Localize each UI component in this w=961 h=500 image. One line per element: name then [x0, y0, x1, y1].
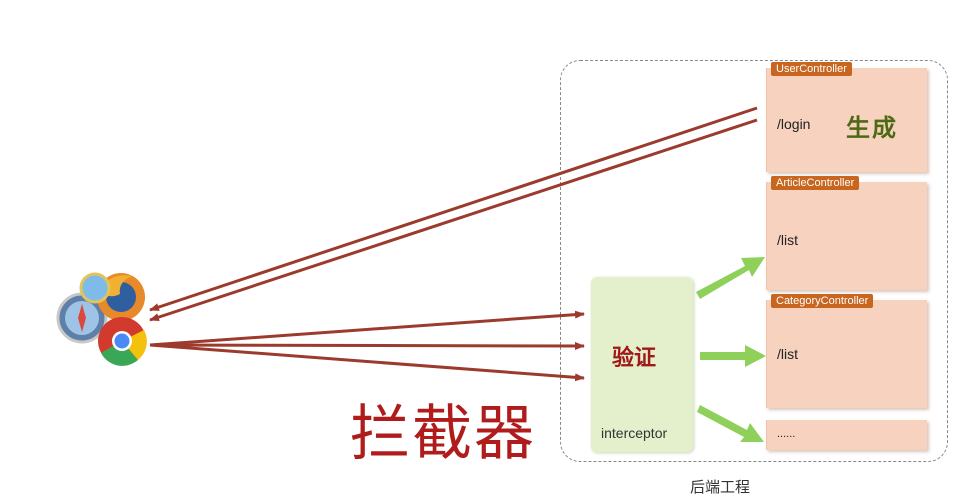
user-controller-box: UserController /login	[766, 62, 927, 172]
request-arrow-1	[149, 310, 585, 347]
request-arrow-3	[149, 343, 585, 382]
category-controller-title: CategoryController	[771, 294, 874, 308]
article-controller-title: ArticleController	[771, 176, 860, 190]
verify-label: 验证	[612, 345, 657, 371]
safari-icon	[56, 292, 108, 344]
interceptor-label: interceptor	[601, 425, 668, 441]
generate-label: 生成	[846, 113, 898, 142]
category-controller-box: CategoryController /list	[766, 294, 927, 408]
article-controller-box: ArticleController /list	[766, 176, 927, 290]
forward-arrow-down	[697, 405, 764, 442]
forward-arrow-mid	[700, 345, 766, 367]
interceptor-box	[591, 277, 693, 452]
more-controllers-box: ......	[766, 420, 927, 450]
response-arrow-2	[149, 118, 758, 322]
login-path-label: /login	[777, 116, 811, 132]
backend-project-container	[560, 60, 948, 462]
response-arrow-1	[149, 106, 758, 312]
forward-arrows	[696, 257, 766, 442]
forward-arrow-up	[696, 257, 765, 299]
article-list-path-label: /list	[777, 232, 798, 248]
request-arrow-2	[149, 341, 585, 350]
interceptor-title: 拦截器	[350, 399, 536, 469]
user-controller-title: UserController	[771, 62, 852, 76]
category-list-path-label: /list	[777, 346, 798, 362]
chrome-icon	[98, 317, 147, 366]
ie-icon	[79, 272, 111, 304]
more-controllers-ellipsis: ......	[777, 428, 796, 440]
browser-icons	[56, 272, 147, 366]
backend-project-label: 后端工程	[690, 478, 751, 496]
